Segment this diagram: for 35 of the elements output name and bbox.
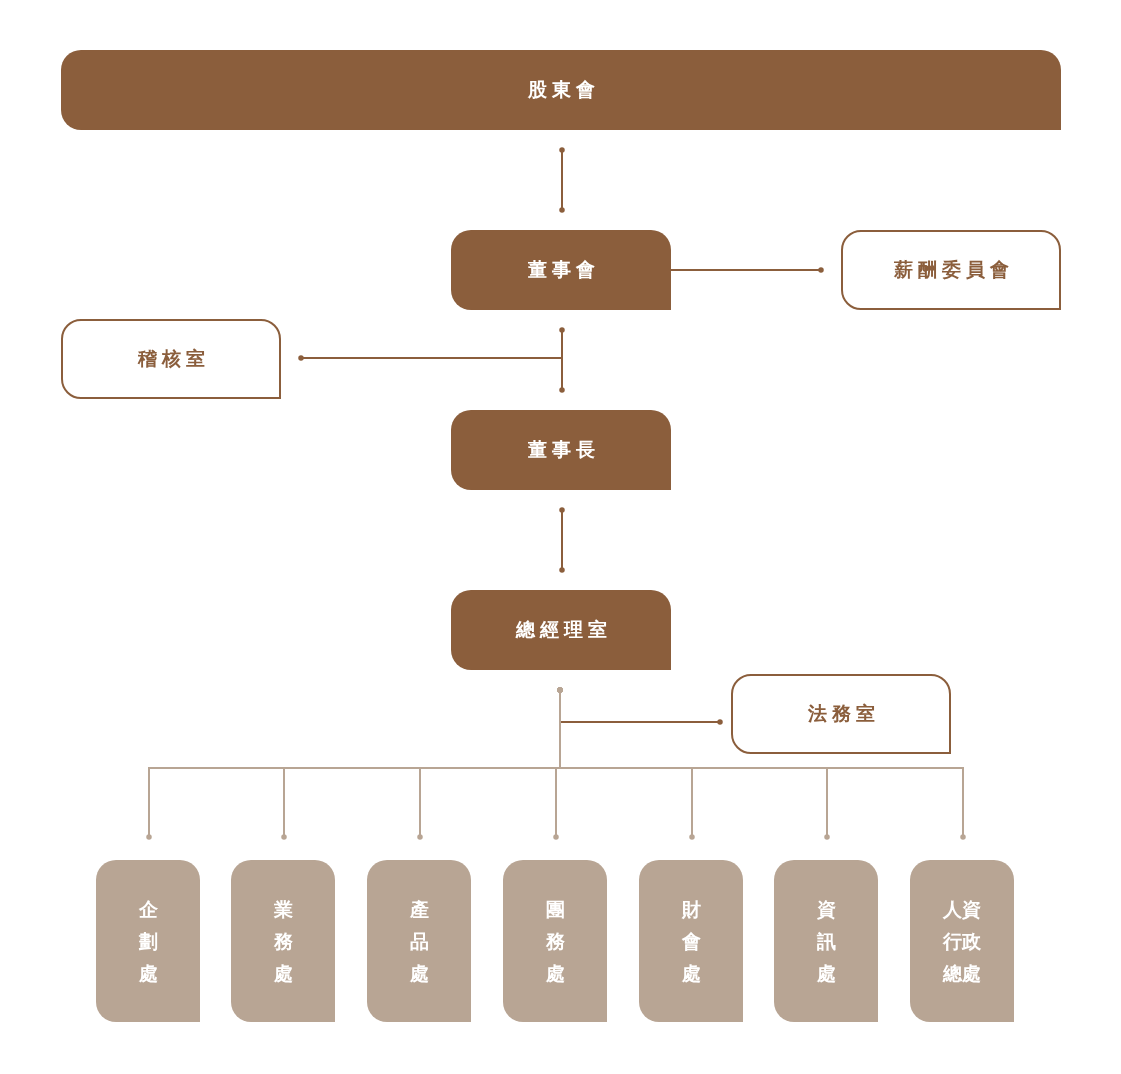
connector-line — [559, 507, 565, 573]
connector-line — [298, 355, 562, 361]
unit-name: 財會處 — [681, 897, 701, 986]
unit-name: 股東會 — [526, 77, 600, 102]
connector-line — [670, 267, 824, 273]
connector-line — [559, 327, 565, 393]
unit-name: 業務處 — [273, 897, 293, 986]
unit-name: 薪酬委員會 — [892, 257, 1014, 282]
unit-name: 企劃處 — [138, 897, 158, 986]
connector-line — [559, 147, 565, 213]
department-box — [231, 860, 335, 1022]
unit-name: 人資行政總處 — [942, 897, 982, 986]
org-box — [451, 230, 671, 310]
unit-name: 稽核室 — [136, 346, 210, 371]
connector-line — [559, 719, 723, 725]
department-box — [639, 860, 743, 1022]
unit-name: 總經理室 — [514, 617, 612, 642]
department-box — [910, 860, 1014, 1022]
org-box — [841, 230, 1061, 310]
unit-name: 董事會 — [526, 257, 600, 282]
department-box — [774, 860, 878, 1022]
unit-name: 產品處 — [409, 897, 429, 986]
unit-name: 資訊處 — [816, 897, 836, 986]
org-box — [451, 410, 671, 490]
org-box — [451, 590, 671, 670]
org-box — [61, 319, 281, 399]
org-box — [731, 674, 951, 754]
department-box — [367, 860, 471, 1022]
unit-name: 團務處 — [545, 897, 565, 986]
unit-name: 董事長 — [526, 437, 600, 462]
department-box — [96, 860, 200, 1022]
connector-line — [557, 687, 966, 840]
department-box — [503, 860, 607, 1022]
org-box — [61, 50, 1061, 130]
unit-name: 法務室 — [806, 701, 880, 726]
